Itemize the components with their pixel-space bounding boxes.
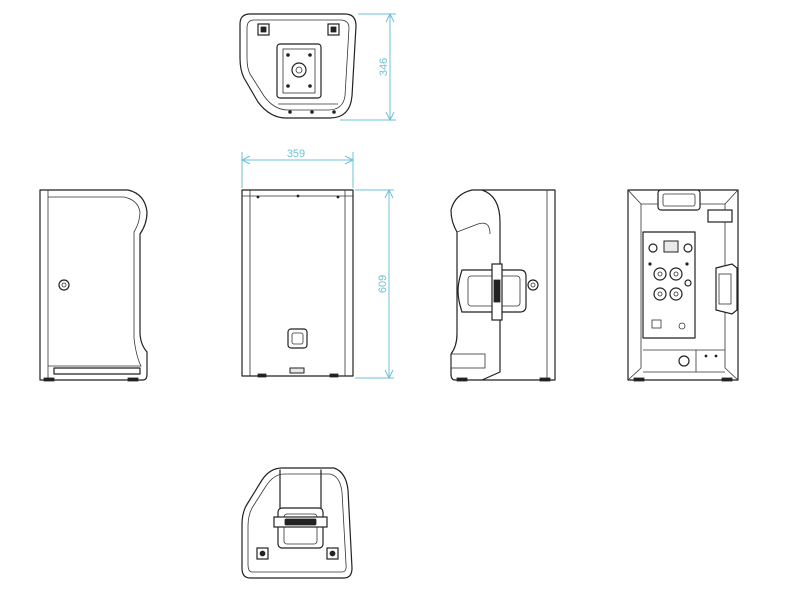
power-inlet-icon xyxy=(678,355,690,367)
side-view-right xyxy=(450,189,556,382)
depth-dimension-label: 346 xyxy=(378,58,390,76)
side-handle-screw-icon xyxy=(527,279,539,291)
xlr-input-icon xyxy=(653,267,667,281)
height-dimension-label: 609 xyxy=(377,275,389,293)
front-view: 359 609 xyxy=(240,148,394,380)
pole-mount-plate xyxy=(276,43,322,99)
side-handle xyxy=(715,263,738,315)
rear-view xyxy=(627,189,739,382)
bottom-view xyxy=(241,467,353,579)
side-view-left xyxy=(39,189,148,382)
width-dimension-label: 359 xyxy=(287,148,305,160)
logo-badge-icon xyxy=(287,328,308,349)
amplifier-panel xyxy=(642,231,696,339)
top-handle xyxy=(657,189,701,211)
lcd-display xyxy=(663,240,679,253)
xlr-input-icon xyxy=(653,287,667,301)
side-handle-screw-icon xyxy=(58,279,70,291)
top-view: 346 xyxy=(239,12,396,122)
pole-socket-icon xyxy=(291,62,307,78)
